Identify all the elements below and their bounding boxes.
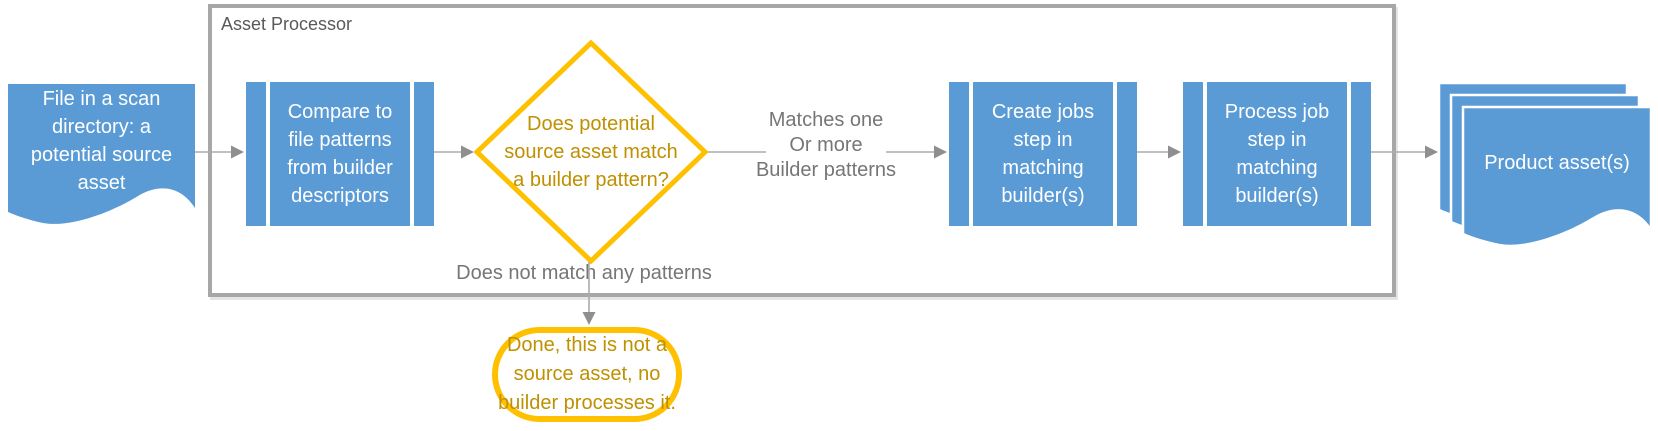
process-job-process-box: Process job step in matching builder(s) bbox=[1183, 82, 1371, 226]
decision-label: Does potential source asset match a buil… bbox=[504, 113, 678, 191]
decision-diamond-shape bbox=[474, 40, 708, 264]
document-stack bbox=[1439, 83, 1653, 248]
left-bar-divider bbox=[1203, 82, 1207, 226]
right-bar-divider bbox=[1113, 82, 1117, 226]
document-outline bbox=[8, 84, 195, 224]
create-jobs-label: Create jobs step in matching builder(s) bbox=[991, 101, 1095, 207]
compare-process-box: Compare to file patterns from builder de… bbox=[246, 82, 434, 226]
right-bar-divider bbox=[1347, 82, 1351, 226]
diamond-outline bbox=[474, 40, 708, 264]
arrowhead-decision-to-done bbox=[582, 312, 596, 325]
source-file-label: File in a scan directory: a potential so… bbox=[30, 88, 173, 194]
product-assets-stacked-documents bbox=[1439, 83, 1653, 248]
left-bar-divider bbox=[969, 82, 973, 226]
arrowhead-process-to-product bbox=[1425, 145, 1438, 159]
product-assets-label: Product asset(s) bbox=[1484, 152, 1630, 174]
edge-label-matches: Matches one Or more Builder patterns bbox=[755, 109, 897, 181]
left-bar-divider bbox=[266, 82, 270, 226]
asset-processor-container: Asset Processor bbox=[208, 4, 1396, 297]
done-label: Done, this is not a source asset, no bui… bbox=[498, 334, 676, 414]
edge-label-no-match: Does not match any patterns bbox=[456, 262, 712, 284]
asset-processor-title: Asset Processor bbox=[221, 14, 353, 34]
create-jobs-process-box: Create jobs step in matching builder(s) bbox=[949, 82, 1137, 226]
front-document bbox=[1461, 105, 1653, 248]
process-job-label: Process job step in matching builder(s) bbox=[1224, 101, 1330, 207]
right-bar-divider bbox=[410, 82, 414, 226]
done-terminator-shape bbox=[492, 327, 682, 422]
compare-process-label: Compare to file patterns from builder de… bbox=[287, 101, 393, 207]
source-file-document-shape bbox=[8, 84, 195, 224]
